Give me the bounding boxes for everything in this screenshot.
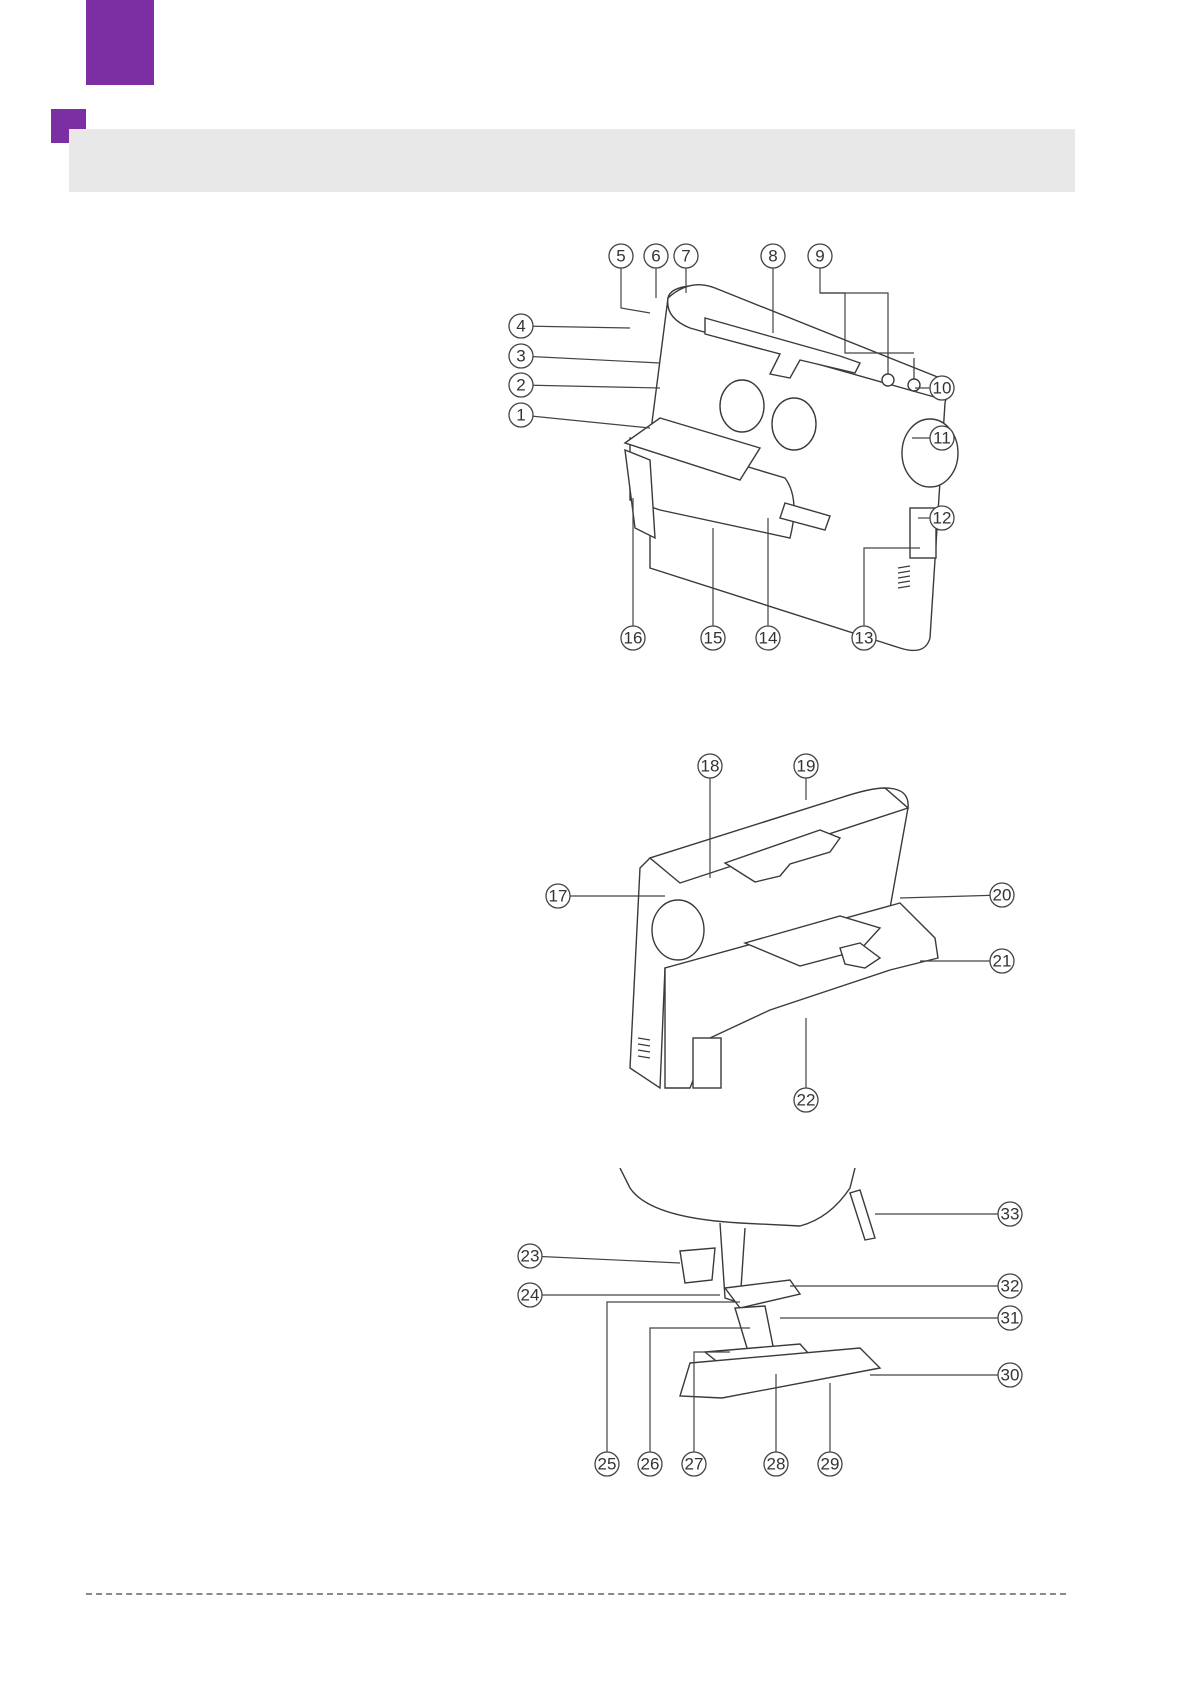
svg-text:28: 28 — [767, 1455, 786, 1474]
header-band — [69, 129, 1075, 192]
footer-dashed-rule — [86, 1593, 1066, 1595]
callout-2: 2 — [509, 373, 533, 397]
callout-19: 19 — [794, 754, 818, 778]
callout-24: 24 — [518, 1283, 542, 1307]
svg-text:12: 12 — [933, 509, 952, 528]
svg-text:33: 33 — [1001, 1205, 1020, 1224]
svg-text:31: 31 — [1001, 1309, 1020, 1328]
section-tab-marker — [86, 0, 154, 85]
callout-13: 13 — [852, 626, 876, 650]
svg-text:27: 27 — [685, 1455, 704, 1474]
callout-1: 1 — [509, 403, 533, 427]
svg-text:21: 21 — [993, 952, 1012, 971]
svg-text:5: 5 — [616, 247, 625, 266]
callout-11: 11 — [930, 426, 954, 450]
callout-12: 12 — [930, 506, 954, 530]
callout-31: 31 — [998, 1306, 1022, 1330]
svg-text:26: 26 — [641, 1455, 660, 1474]
figure-needle-area: 23 24 25 26 27 28 29 30 31 32 33 — [500, 1168, 1040, 1488]
callout-17: 17 — [546, 884, 570, 908]
svg-text:1: 1 — [516, 406, 525, 425]
machine-back-drawing: 17 18 19 20 21 22 — [540, 748, 1040, 1118]
callout-26: 26 — [638, 1452, 662, 1476]
svg-text:4: 4 — [516, 317, 525, 336]
callout-20: 20 — [990, 883, 1014, 907]
svg-text:10: 10 — [933, 379, 952, 398]
callout-5: 5 — [609, 244, 633, 268]
svg-text:25: 25 — [598, 1455, 617, 1474]
callout-18: 18 — [698, 754, 722, 778]
callout-6: 6 — [644, 244, 668, 268]
callout-16: 16 — [621, 626, 645, 650]
callout-9: 9 — [808, 244, 832, 268]
callout-25: 25 — [595, 1452, 619, 1476]
callout-29: 29 — [818, 1452, 842, 1476]
callout-28: 28 — [764, 1452, 788, 1476]
svg-text:23: 23 — [521, 1247, 540, 1266]
callout-23: 23 — [518, 1244, 542, 1268]
svg-text:3: 3 — [516, 347, 525, 366]
callout-30: 30 — [998, 1363, 1022, 1387]
svg-text:18: 18 — [701, 757, 720, 776]
svg-text:20: 20 — [993, 886, 1012, 905]
svg-text:7: 7 — [681, 247, 690, 266]
svg-text:8: 8 — [768, 247, 777, 266]
callout-4: 4 — [509, 314, 533, 338]
svg-text:29: 29 — [821, 1455, 840, 1474]
callout-33: 33 — [998, 1202, 1022, 1226]
callout-7: 7 — [674, 244, 698, 268]
svg-text:11: 11 — [933, 429, 951, 448]
svg-text:30: 30 — [1001, 1366, 1020, 1385]
svg-text:16: 16 — [624, 629, 643, 648]
callout-21: 21 — [990, 949, 1014, 973]
svg-text:22: 22 — [797, 1091, 816, 1110]
callout-15: 15 — [701, 626, 725, 650]
svg-text:17: 17 — [549, 887, 568, 906]
machine-front-drawing: 1 2 3 4 5 6 7 8 9 10 11 12 13 14 15 16 — [500, 238, 1060, 698]
svg-text:15: 15 — [704, 629, 723, 648]
svg-text:24: 24 — [521, 1286, 540, 1305]
callout-22: 22 — [794, 1088, 818, 1112]
callout-8: 8 — [761, 244, 785, 268]
callout-3: 3 — [509, 344, 533, 368]
callout-10: 10 — [930, 376, 954, 400]
svg-text:13: 13 — [855, 629, 874, 648]
svg-text:19: 19 — [797, 757, 816, 776]
figure-machine-front: 1 2 3 4 5 6 7 8 9 10 11 12 13 14 15 16 — [500, 238, 1060, 698]
svg-text:14: 14 — [759, 629, 778, 648]
figure-machine-back: 17 18 19 20 21 22 — [540, 748, 1040, 1118]
svg-text:32: 32 — [1001, 1277, 1020, 1296]
svg-text:2: 2 — [516, 376, 525, 395]
needle-area-drawing: 23 24 25 26 27 28 29 30 31 32 33 — [500, 1168, 1040, 1488]
svg-text:6: 6 — [651, 247, 660, 266]
callout-14: 14 — [756, 626, 780, 650]
callout-27: 27 — [682, 1452, 706, 1476]
svg-text:9: 9 — [815, 247, 824, 266]
callout-32: 32 — [998, 1274, 1022, 1298]
